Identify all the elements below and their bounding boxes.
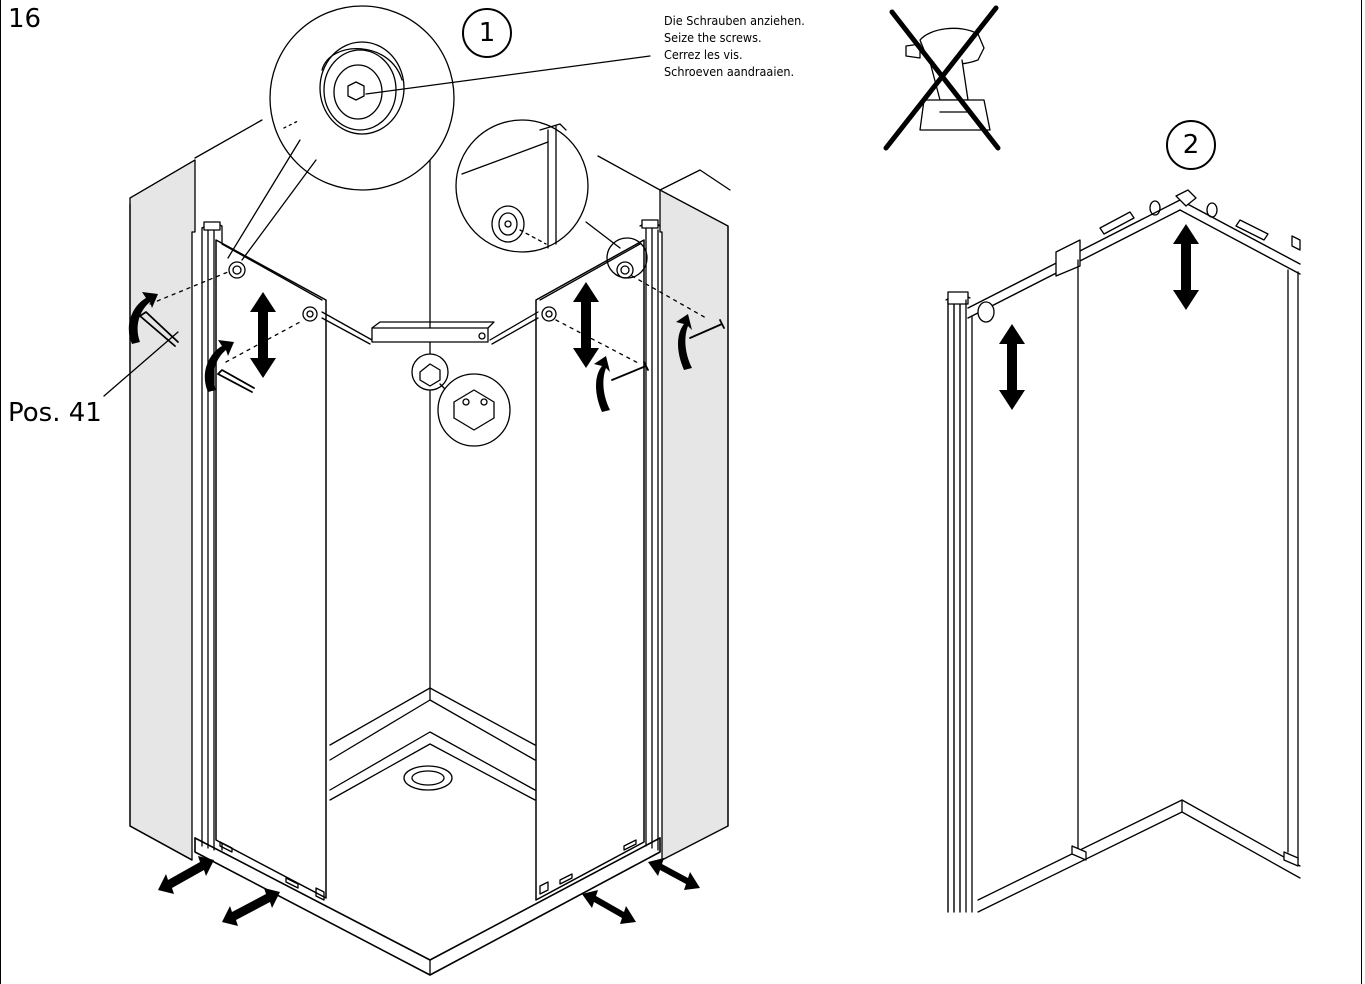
left-door-panel [216,240,326,900]
allen-key-icon [556,276,724,380]
right-door-panel [536,240,644,900]
curved-rotate-arrow-icon [594,356,610,412]
instruction-fr: Cerrez les vis. [664,47,743,62]
floor-clips [220,840,636,888]
page-number: 16 [8,4,42,34]
double-headed-arrow-icon [158,856,700,926]
callout-leader-line [104,332,178,396]
drain-icon [404,766,452,790]
instruction-en: Seize the screws. [664,30,762,45]
instruction-nl: Schroeven aandraaien. [664,64,795,79]
hex-socket-icon [348,82,364,100]
crossed-out-cordless-drill-icon [886,8,998,148]
instruction-text: Die Schrauben anziehen. Seize the screws… [664,12,805,80]
step-marker-1: 1 [462,8,512,58]
part-callout-label: Pos. 41 [8,398,102,428]
stabilizer-bars [322,312,538,344]
curved-rotate-arrow-icon [204,340,234,392]
step-number: 2 [1182,130,1200,160]
instruction-de: Die Schrauben anziehen. [664,13,805,28]
handle-screw-icon [303,307,317,321]
right-detail-view [946,190,1300,912]
back-corner [330,122,535,760]
step-number: 1 [478,18,496,48]
magnifier-corner-detail [412,354,510,446]
right-wall-profile [640,220,660,850]
double-headed-arrow-icon [250,292,276,378]
curved-rotate-arrow-icon [128,292,158,344]
double-headed-arrow-icon [1173,224,1199,310]
double-headed-arrow-icon [573,282,599,368]
curved-rotate-arrow-icon [676,314,692,370]
step-marker-2: 2 [1166,120,1216,170]
magnifier-screw-detail [228,6,650,260]
magnifier-bracket-detail [456,120,647,278]
shower-tray [195,732,660,975]
double-headed-arrow-icon [999,324,1025,410]
left-wall [130,120,262,860]
handle-screw-icon [542,307,556,321]
hinge-screw-icon [229,262,245,278]
